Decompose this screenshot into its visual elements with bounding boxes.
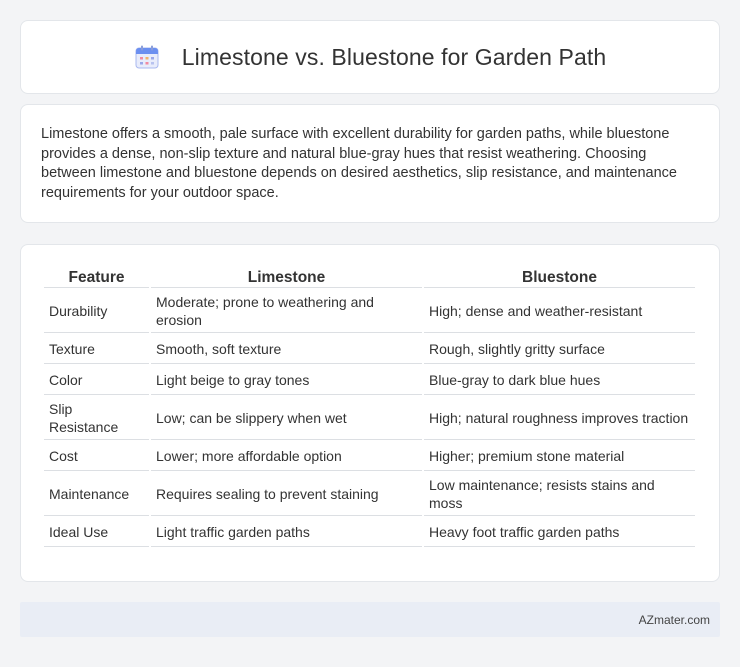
limestone-cell: Requires sealing to prevent staining (151, 473, 422, 516)
bluestone-cell: Blue-gray to dark blue hues (424, 366, 695, 395)
comparison-table: Feature Limestone Bluestone Durability M… (42, 265, 697, 549)
feature-cell: Cost (44, 442, 149, 471)
limestone-cell: Smooth, soft texture (151, 335, 422, 364)
feature-cell: Slip Resistance (44, 397, 149, 440)
table-row: Durability Moderate; prone to weathering… (44, 290, 695, 333)
header-bluestone: Bluestone (424, 267, 695, 288)
bluestone-cell: High; natural roughness improves tractio… (424, 397, 695, 440)
table-row: Maintenance Requires sealing to prevent … (44, 473, 695, 516)
intro-paragraph: Limestone offers a smooth, pale surface … (41, 126, 677, 201)
bluestone-cell: High; dense and weather-resistant (424, 290, 695, 333)
table-row: Texture Smooth, soft texture Rough, slig… (44, 335, 695, 364)
limestone-cell: Light beige to gray tones (151, 366, 422, 395)
header-feature: Feature (44, 267, 149, 288)
table-row: Ideal Use Light traffic garden paths Hea… (44, 518, 695, 547)
limestone-cell: Light traffic garden paths (151, 518, 422, 547)
table-row: Cost Lower; more affordable option Highe… (44, 442, 695, 471)
footer-bar: AZmater.com (20, 602, 720, 637)
page-title: Limestone vs. Bluestone for Garden Path (181, 43, 607, 70)
bluestone-cell: Higher; premium stone material (424, 442, 695, 471)
header-card: Limestone vs. Bluestone for Garden Path (20, 20, 720, 94)
feature-cell: Color (44, 366, 149, 395)
comparison-card: Feature Limestone Bluestone Durability M… (20, 244, 720, 582)
intro-card: Limestone offers a smooth, pale surface … (20, 104, 720, 223)
feature-cell: Maintenance (44, 473, 149, 516)
limestone-cell: Lower; more affordable option (151, 442, 422, 471)
feature-cell: Ideal Use (44, 518, 149, 547)
header-limestone: Limestone (151, 267, 422, 288)
calendar-icon (134, 44, 160, 70)
bluestone-cell: Rough, slightly gritty surface (424, 335, 695, 364)
feature-cell: Texture (44, 335, 149, 364)
footer-brand: AZmater.com (638, 612, 710, 627)
table-header-row: Feature Limestone Bluestone (44, 267, 695, 288)
table-row: Slip Resistance Low; can be slippery whe… (44, 397, 695, 440)
feature-cell: Durability (44, 290, 149, 333)
table-row: Color Light beige to gray tones Blue-gra… (44, 366, 695, 395)
limestone-cell: Moderate; prone to weathering and erosio… (151, 290, 422, 333)
bluestone-cell: Heavy foot traffic garden paths (424, 518, 695, 547)
bluestone-cell: Low maintenance; resists stains and moss (424, 473, 695, 516)
limestone-cell: Low; can be slippery when wet (151, 397, 422, 440)
